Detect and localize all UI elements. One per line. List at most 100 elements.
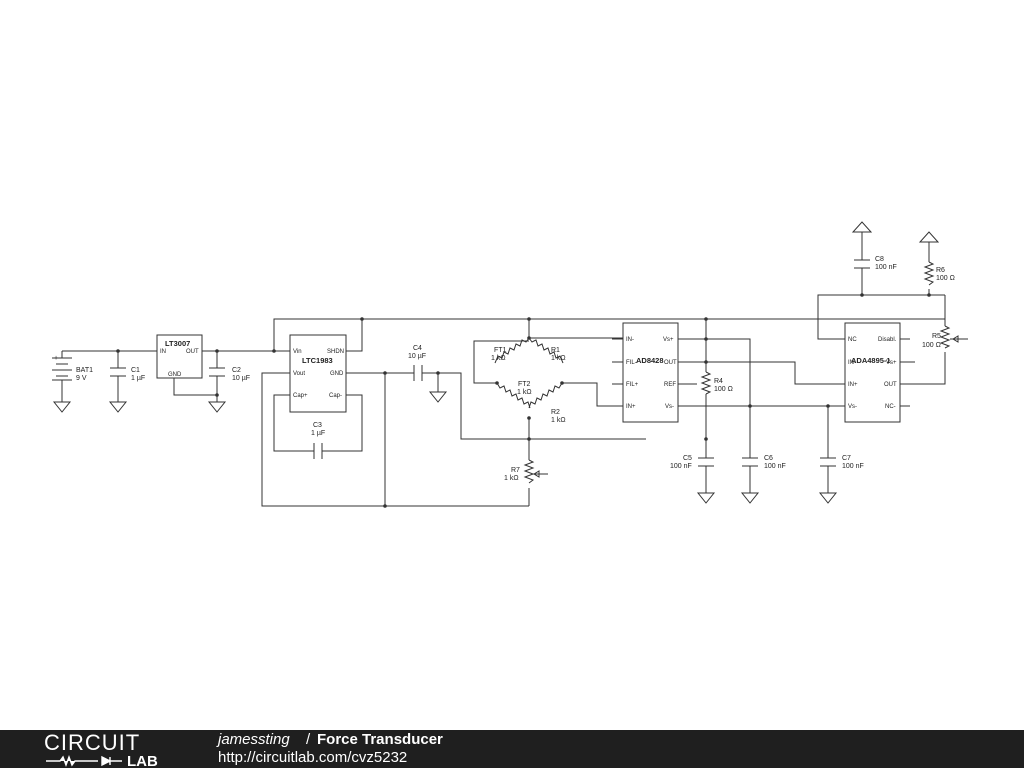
ground-icon — [207, 401, 227, 413]
ltc1983-name: LTC1983 — [302, 356, 333, 365]
ft1-name: FT1 — [494, 347, 507, 354]
c8-value: 100 nF — [875, 264, 897, 271]
ad8428-pin-fil1: FIL- — [626, 360, 637, 366]
c8-name: C8 — [875, 256, 884, 263]
r2-name: R2 — [551, 409, 560, 416]
ada4895-pin-dis: Disabl. — [878, 337, 897, 343]
resistor-r4: R4 100 Ω — [700, 371, 733, 395]
ad8428-name: AD8428 — [636, 356, 664, 365]
resistor-r6: R6 100 Ω — [923, 261, 955, 286]
lt3007-name: LT3007 — [165, 339, 190, 348]
ada4895-pin-out: OUT — [884, 382, 897, 388]
ada4895-pin-vsp: Vs+ — [886, 360, 897, 366]
ltc1983-pin-capp: Cap+ — [293, 393, 308, 399]
ic-ltc1983: Vin SHDN LTC1983 Vout GND Cap+ Cap- — [289, 334, 347, 413]
ltc1983-pin-vin: Vin — [293, 349, 302, 355]
ad8428-pin-vsp: Vs+ — [663, 337, 674, 343]
c2-value: 10 µF — [232, 375, 250, 382]
ltc1983-pin-shdn: SHDN — [327, 349, 344, 355]
c7-value: 100 nF — [842, 463, 864, 470]
lt3007-pin-in: IN — [160, 349, 166, 355]
circuit-url-link[interactable]: http://circuitlab.com/cvz5232 — [218, 749, 408, 766]
ground-symbols — [52, 391, 838, 504]
logo-text-bottom: LAB — [127, 753, 158, 768]
r6-name: R6 — [936, 267, 945, 274]
logo-circuit-icon — [46, 755, 122, 767]
circuitlab-logo[interactable]: CIRCUIT LAB — [44, 730, 184, 768]
r1-name: R1 — [551, 347, 560, 354]
c3-name: C3 — [313, 422, 322, 429]
battery-bat1: + BAT1 9 V — [52, 355, 93, 382]
author-name[interactable]: jamessting — [218, 731, 290, 748]
logo-text-top: CIRCUIT — [44, 730, 140, 755]
ad8428-pin-fil2: FIL+ — [626, 382, 639, 388]
ground-icon — [428, 391, 448, 403]
lt3007-pin-out: OUT — [186, 349, 199, 355]
capacitor-c8: C8 100 nF — [854, 256, 897, 271]
capacitor-c7: C7 100 nF — [820, 455, 864, 470]
ground-icon — [696, 492, 716, 504]
lt3007-pin-gnd: GND — [168, 372, 182, 378]
capacitor-c2: C2 10 µF — [209, 367, 250, 382]
wheatstone-bridge: FT1 1 kΩ R1 1 kΩ FT2 1 kΩ R2 1 kΩ — [491, 337, 566, 424]
c7-name: C7 — [842, 455, 851, 462]
c3-value: 1 µF — [311, 430, 325, 437]
capacitor-c1: C1 1 µF — [110, 367, 145, 382]
ltc1983-pin-gnd: GND — [330, 371, 344, 377]
circuit-schematic: + BAT1 9 V C1 1 µF C2 10 µF C3 1 µF C4 1… — [52, 221, 968, 508]
supply-symbols — [851, 221, 940, 243]
ad8428-pin-inm: IN- — [626, 337, 634, 343]
r5-name: R5 — [932, 333, 941, 340]
ft1-value: 1 kΩ — [491, 355, 506, 362]
r4-value: 100 Ω — [714, 386, 733, 393]
c4-name: C4 — [413, 345, 422, 352]
r7-value: 1 kΩ — [504, 475, 519, 482]
capacitor-c4: C4 10 µF — [408, 345, 426, 381]
ltc1983-pin-capm: Cap- — [329, 393, 342, 399]
r4-name: R4 — [714, 378, 723, 385]
c5-name: C5 — [683, 455, 692, 462]
ft2-value: 1 kΩ — [517, 389, 532, 396]
ada4895-name: ADA4895-1 — [851, 356, 891, 365]
c6-value: 100 nF — [764, 463, 786, 470]
ada4895-pin-inp: IN+ — [848, 382, 858, 388]
c5-value: 100 nF — [670, 463, 692, 470]
c1-value: 1 µF — [131, 375, 145, 382]
ada4895-pin-nc2: NC- — [885, 404, 896, 410]
battery-plus-sign: + — [54, 355, 58, 362]
ad8428-pin-vsm: Vs- — [665, 404, 674, 410]
ad8428-pin-ref: REF — [664, 382, 676, 388]
c4-value: 10 µF — [408, 353, 426, 360]
ground-icon — [108, 401, 128, 413]
r2-value: 1 kΩ — [551, 417, 566, 424]
ic-lt3007: LT3007 IN OUT GND — [156, 334, 203, 379]
ft2-name: FT2 — [518, 381, 531, 388]
r1-value: 1 kΩ — [551, 355, 566, 362]
capacitor-c3: C3 1 µF — [311, 422, 325, 459]
footer-bar: CIRCUIT LAB jamessting / Force Transduce… — [0, 730, 1024, 768]
ada4895-pin-nc: NC — [848, 337, 857, 343]
ada4895-pin-inm: IN- — [848, 360, 856, 366]
resistor-r7: R7 1 kΩ — [504, 459, 540, 484]
wiper-arrow-icon — [952, 335, 959, 343]
title-separator: / — [306, 731, 311, 748]
ad8428-pin-inp: IN+ — [626, 404, 636, 410]
supply-arrow-icon — [918, 231, 940, 243]
c1-name: C1 — [131, 367, 140, 374]
ground-icon — [818, 492, 838, 504]
junction-dots — [116, 293, 931, 508]
ad8428-pin-out: OUT — [664, 360, 677, 366]
wiper-arrow-icon — [533, 470, 540, 478]
ic-ad8428: IN- FIL- FIL+ IN+ Vs+ AD8428 OUT REF Vs- — [612, 322, 679, 423]
supply-arrow-icon — [851, 221, 873, 233]
capacitor-c5: C5 100 nF — [670, 455, 714, 470]
ground-icon — [740, 492, 760, 504]
ic-ada4895: NC IN- IN+ Vs- Disabl. ADA4895-1 Vs+ OUT… — [844, 322, 901, 423]
r5-value: 100 Ω — [922, 342, 941, 349]
ground-icon — [52, 401, 72, 413]
ltc1983-pin-vout: Vout — [293, 371, 305, 377]
ada4895-pin-vsm: Vs- — [848, 404, 857, 410]
circuit-title[interactable]: Force Transducer — [317, 731, 443, 748]
capacitor-c6: C6 100 nF — [742, 455, 786, 470]
c6-name: C6 — [764, 455, 773, 462]
